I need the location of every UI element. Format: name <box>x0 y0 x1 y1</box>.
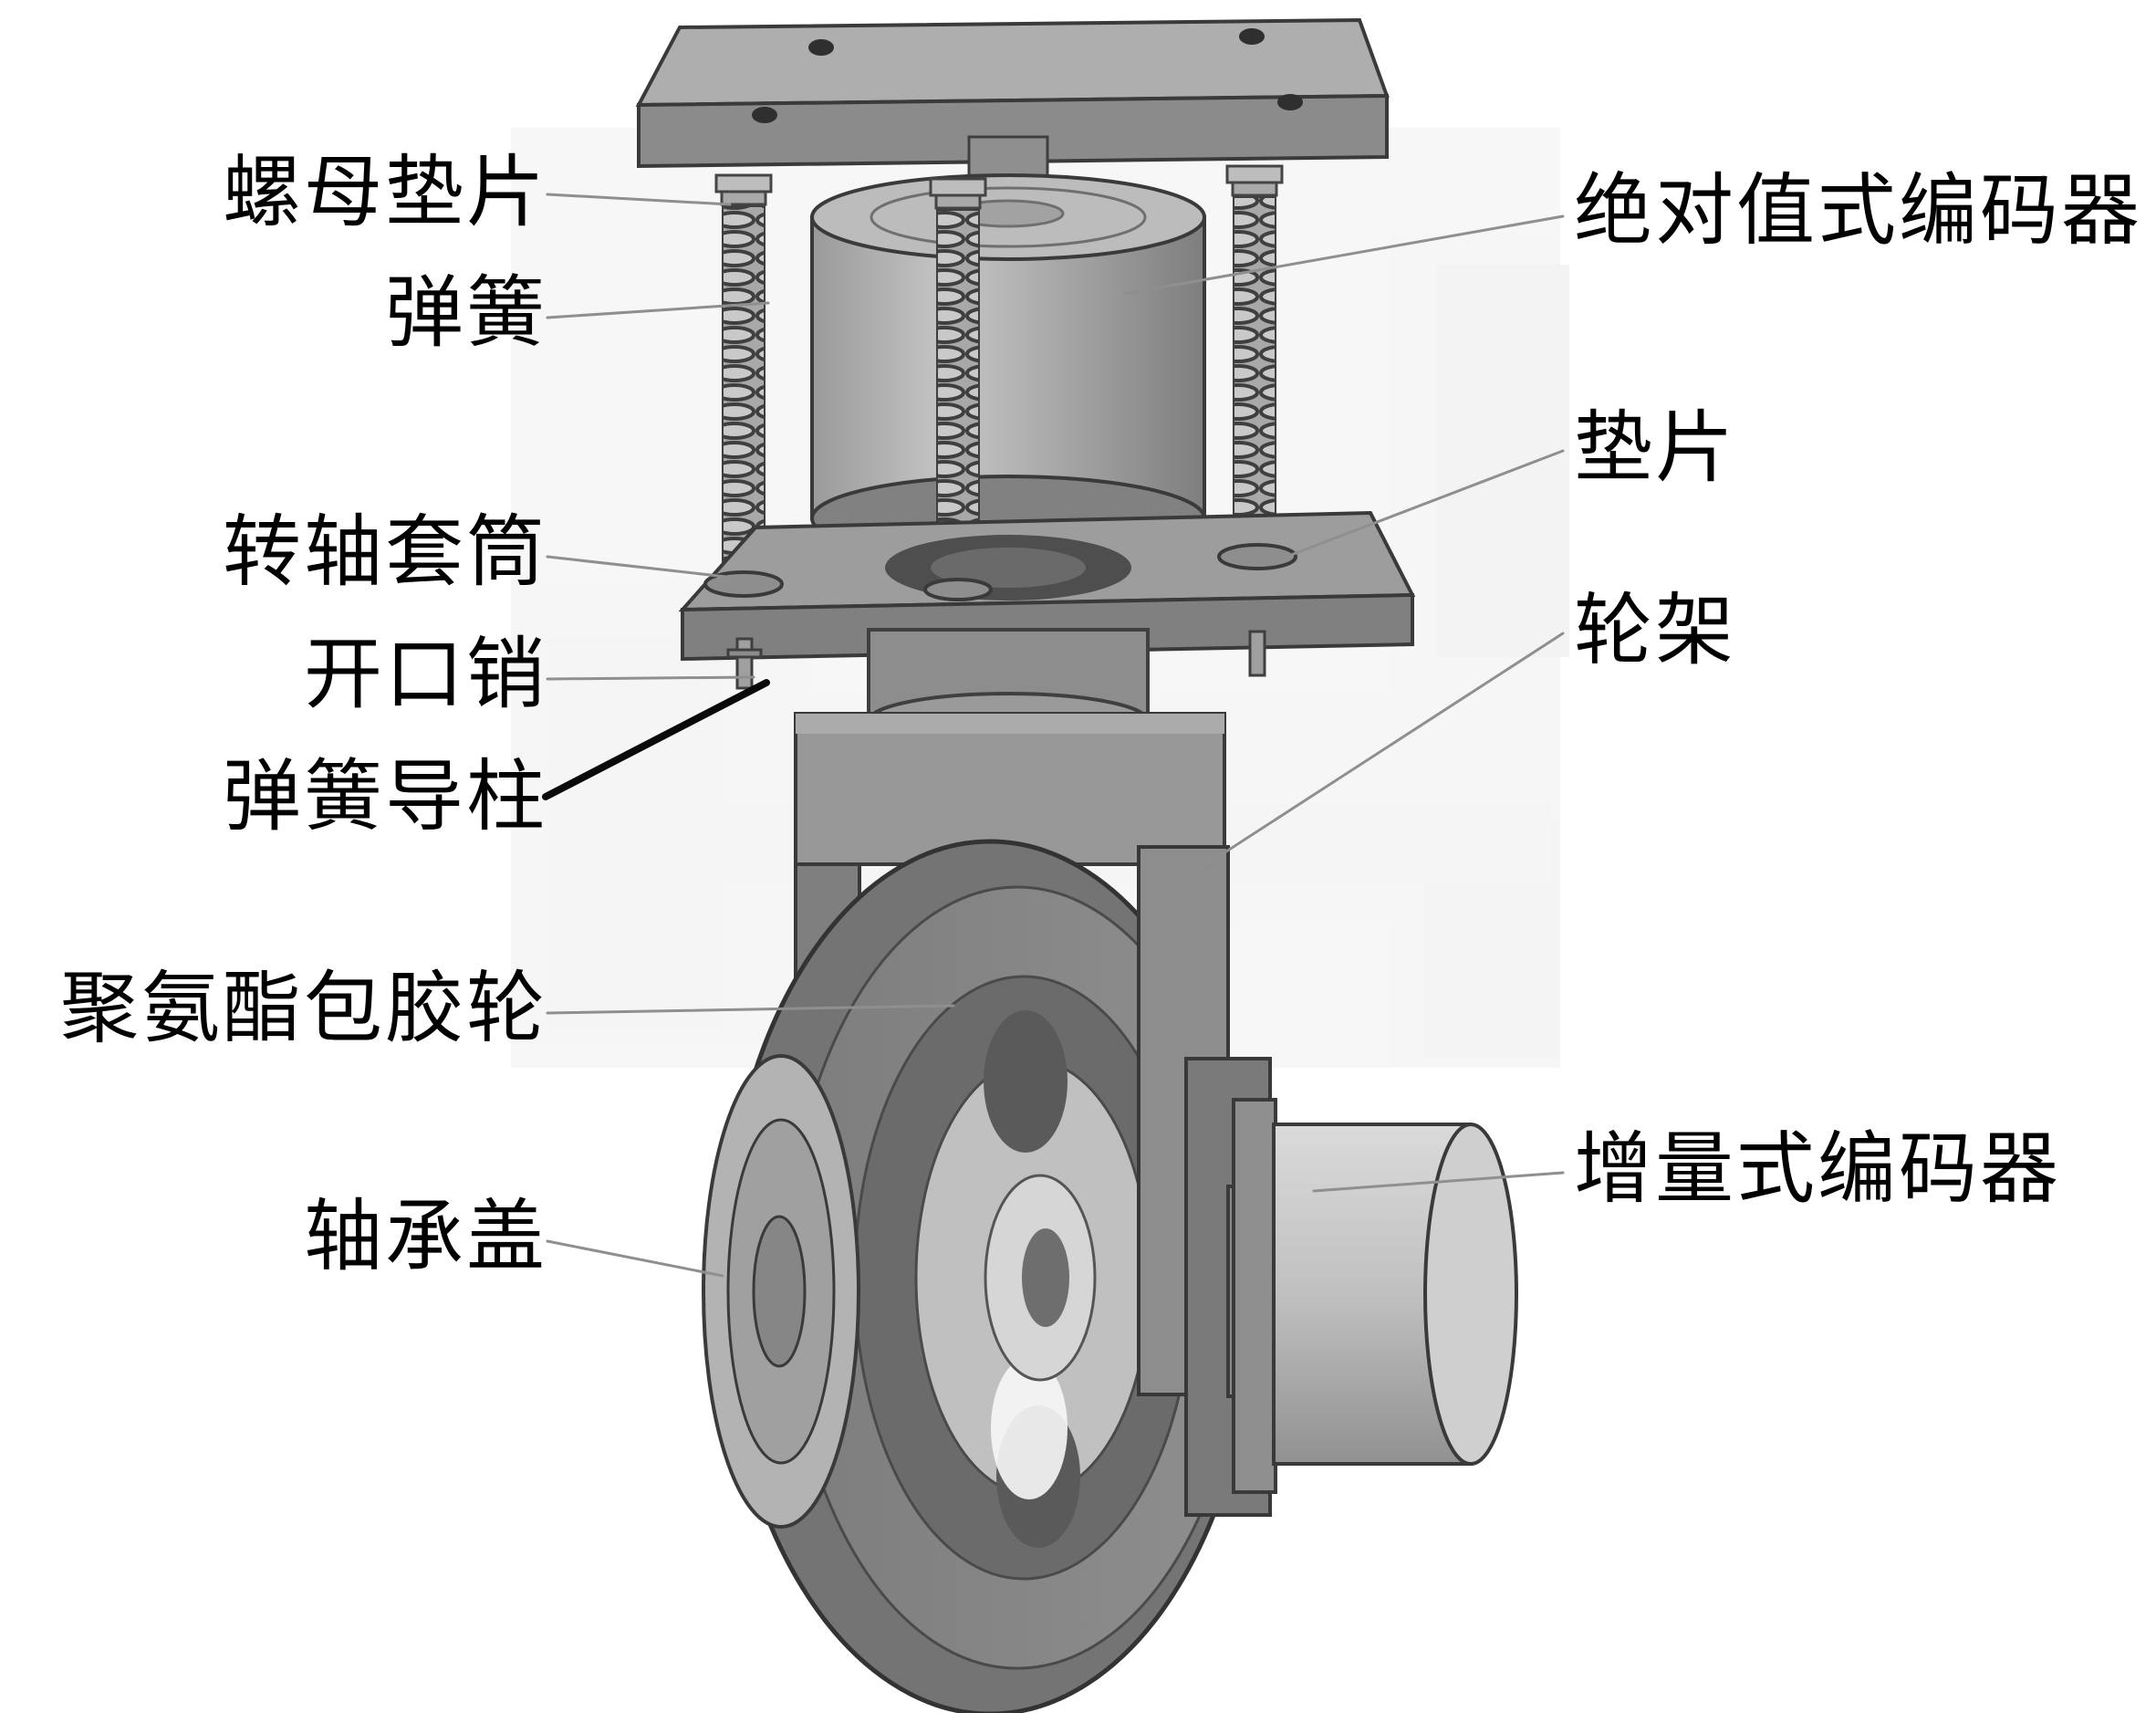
lower-plate-shape <box>678 510 1416 662</box>
spring-left-shape <box>714 173 773 585</box>
leader-line-absolute-encoder <box>1122 214 1565 296</box>
top-mounting-plate-shape <box>635 17 1390 169</box>
label-wheel-frame: 轮架 <box>1574 587 1736 674</box>
label-washer: 垫片 <box>1574 404 1736 492</box>
leader-line-spring-guide-post <box>542 679 770 800</box>
leader-line-washer <box>1285 449 1565 559</box>
wheel-shape <box>721 839 1259 1713</box>
leader-line-shaft-sleeve <box>546 555 728 579</box>
label-polyurethane-wheel: 聚氨酯包胶轮 <box>60 965 547 1052</box>
label-nut-washer: 螺母垫片 <box>223 149 547 236</box>
wheel-frame-shape <box>794 712 1226 1122</box>
leader-line-cotter-pin <box>546 675 755 681</box>
label-absolute-encoder: 绝对值式编码器 <box>1574 167 2142 255</box>
label-incremental-encoder: 增量式编码器 <box>1574 1125 2061 1213</box>
leader-line-nut-washer <box>546 193 732 206</box>
label-spring-guide-post: 弹簧导柱 <box>223 753 547 841</box>
spring-middle-shape <box>929 177 987 558</box>
leader-lines <box>546 193 1565 1278</box>
label-bearing-cover: 轴承盖 <box>304 1193 547 1280</box>
leader-line-incremental-encoder <box>1312 1171 1565 1193</box>
incremental-encoder-shape <box>1226 1098 1518 1494</box>
leader-line-polyurethane-wheel <box>546 1004 955 1015</box>
bearing-cover-shape <box>702 1054 860 1529</box>
label-cotter-pin: 开口销 <box>304 631 547 718</box>
leader-line-spring <box>546 301 770 319</box>
leader-line-bearing-cover <box>546 1239 724 1278</box>
spring-right-shape <box>1225 164 1284 548</box>
leader-line-wheel-frame <box>1193 632 1565 873</box>
label-shaft-sleeve: 转轴套筒 <box>223 508 547 596</box>
label-spring: 弹簧 <box>385 269 547 357</box>
absolute-encoder-shape <box>810 173 1206 562</box>
